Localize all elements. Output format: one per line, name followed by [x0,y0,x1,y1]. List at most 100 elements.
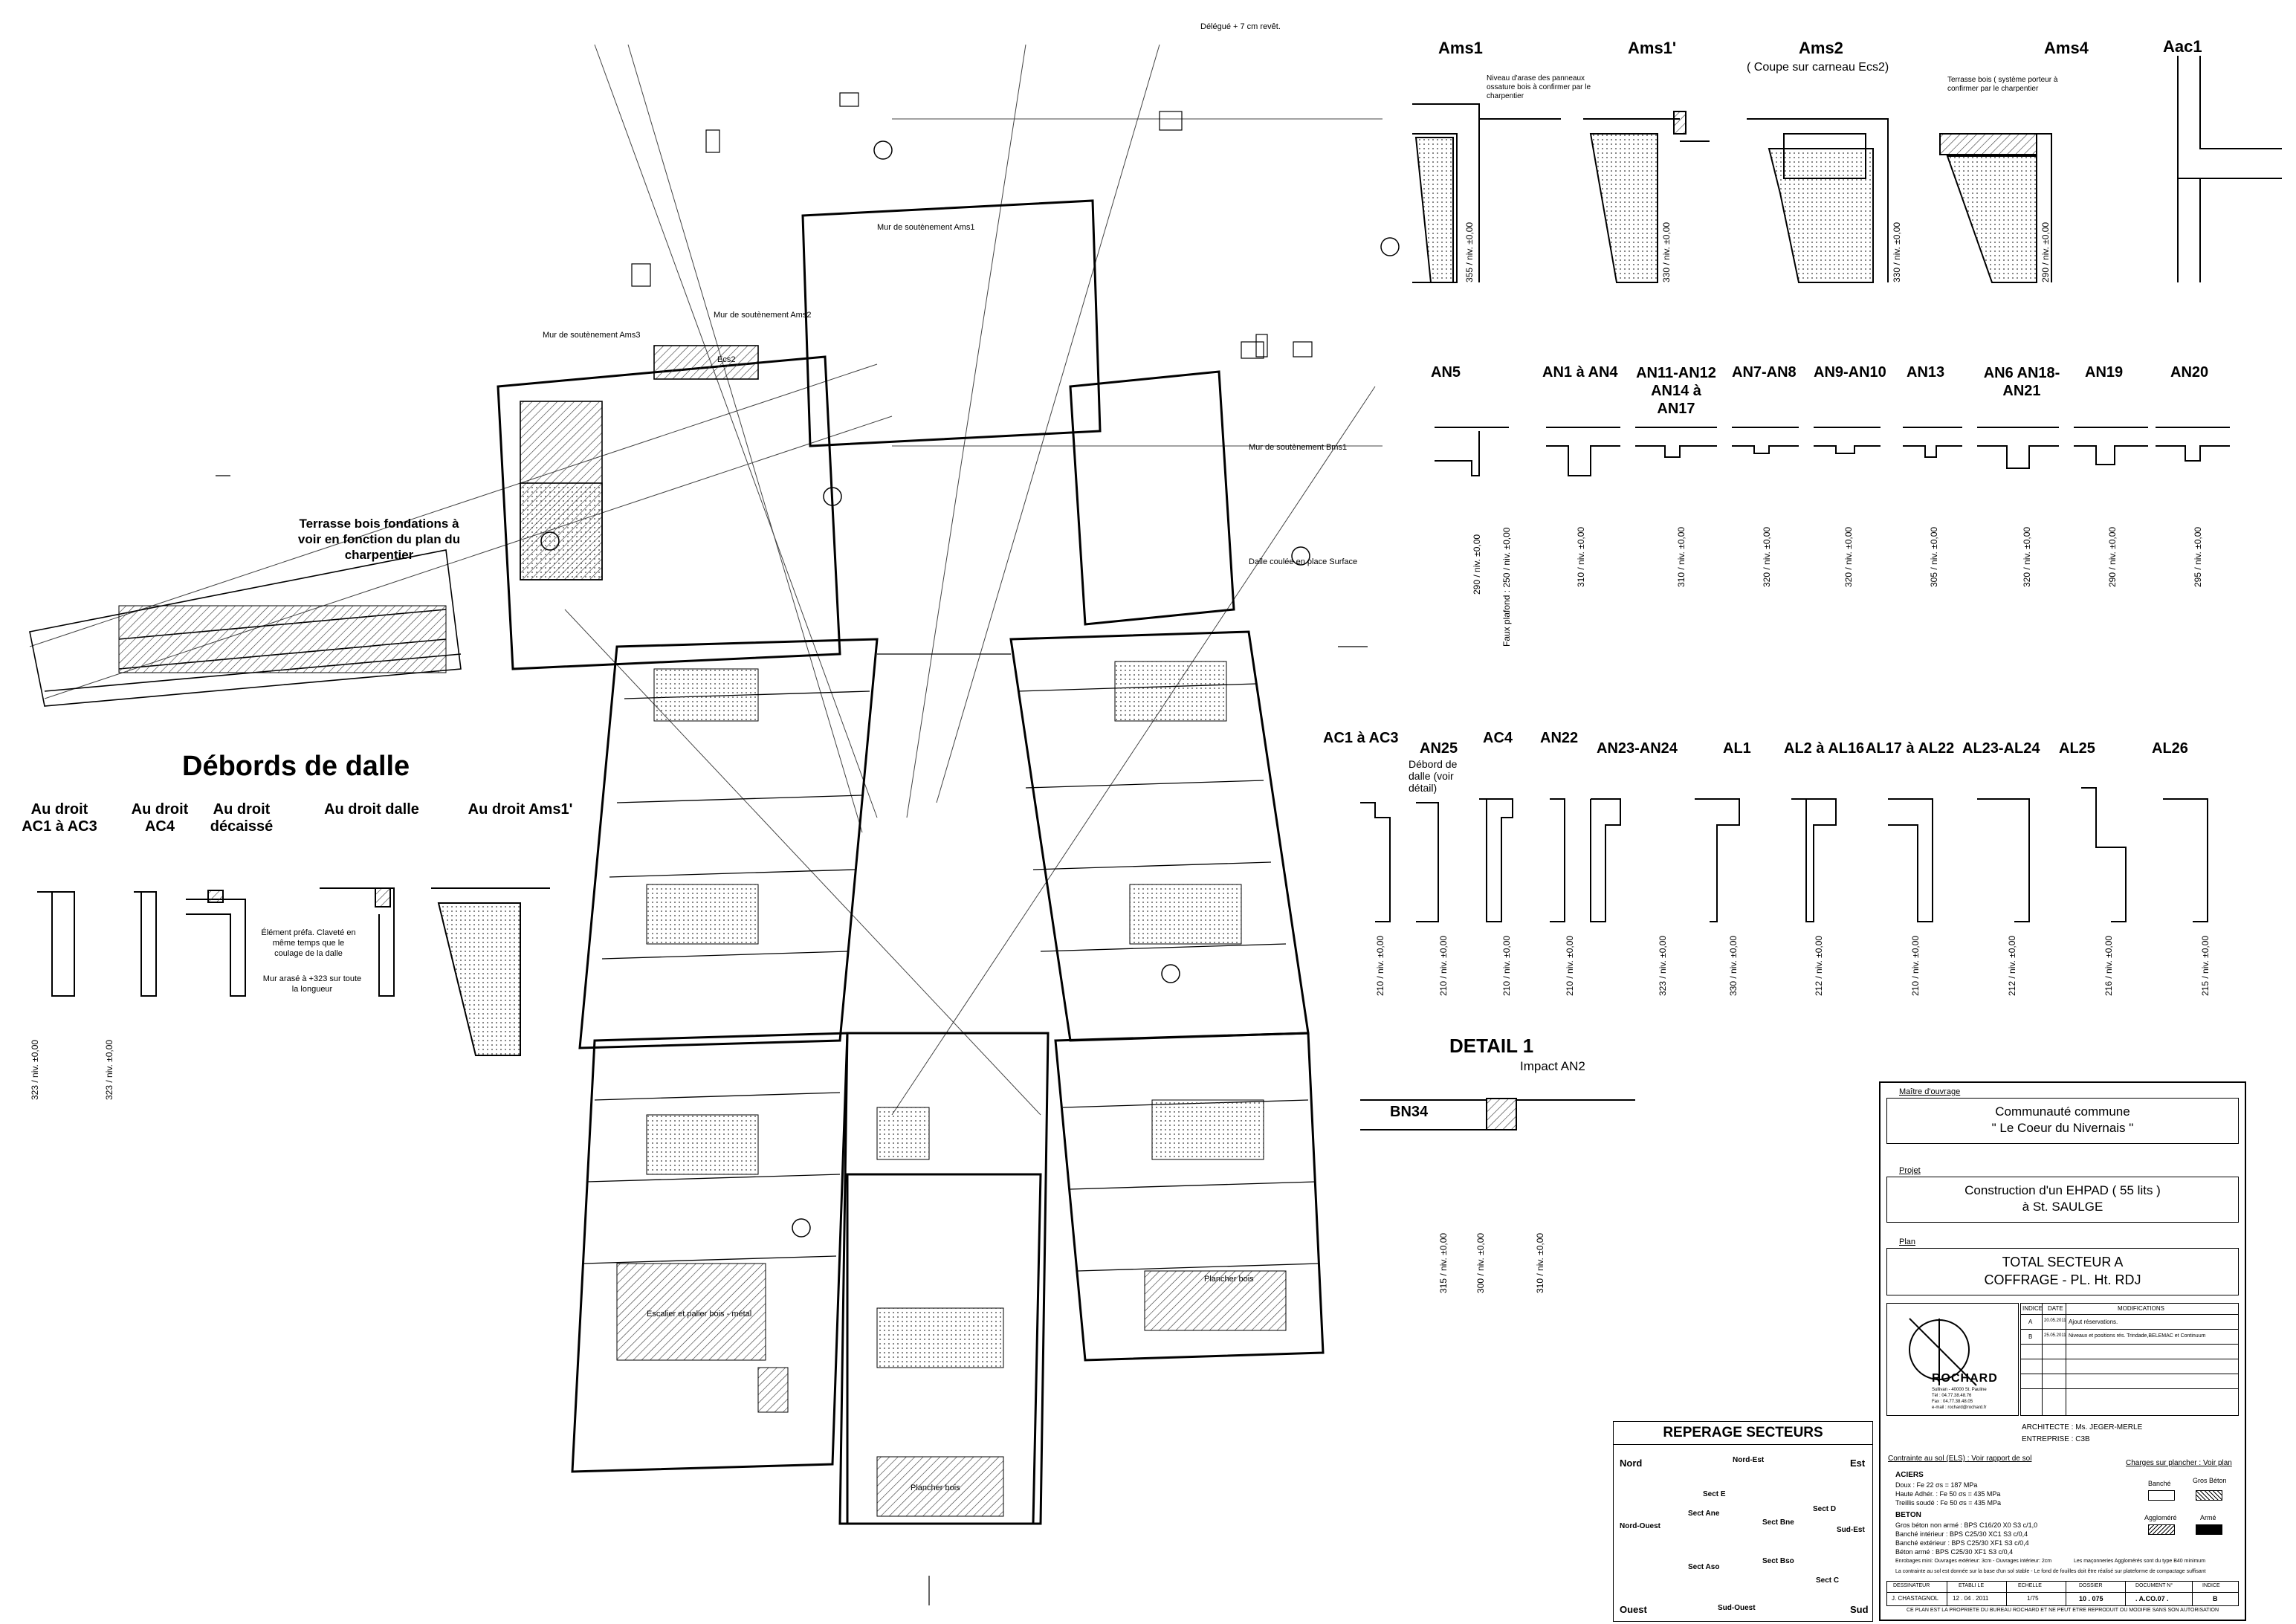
note-terrasse: Terrasse bois fondations à voir en fonct… [297,517,461,562]
maitre-caption: Maître d'ouvrage [1899,1087,1961,1096]
ac-level-7: 212 / niv. ±0,00 [1814,935,1824,996]
dir-nord: Nord [1620,1458,1643,1469]
maitre-line2: " Le Coeur du Nivernais " [1991,1121,2134,1135]
dir-sud-est: Sud-Est [1837,1526,1865,1534]
firm-name: ROCHARD [1932,1372,1998,1385]
ac-label-4: AN22 [1540,730,1579,746]
mod-r1-date: 20.05.2011 [2044,1319,2066,1323]
plan-line2: COFFRAGE - PL. Ht. RDJ [1984,1272,2141,1287]
ac-level-3: 210 / niv. ±0,00 [1501,935,1512,996]
note-dalle: Dalle coulée en place Surface [1249,557,1358,566]
charges: Charges sur plancher : Voir plan [2126,1459,2232,1467]
foot-v-4: 10 . 075 [2079,1595,2103,1602]
modifications-table: INDICE DATE MODIFICATIONS A 20.05.2011 A… [2020,1303,2239,1416]
debord-label-3: Au droit décaissé [210,801,274,835]
detail-level-2: 300 / niv. ±0,00 [1475,1232,1486,1293]
ac-level-4: 210 / niv. ±0,00 [1565,935,1575,996]
mod-row-line-2 [2021,1344,2238,1345]
foot-h-6: INDICE [2202,1583,2220,1588]
propriete: CE PLAN EST LA PROPRIETE DU BUREAU ROCHA… [1906,1608,2219,1613]
projet-line1: Construction d'un EHPAD ( 55 lits ) [1964,1183,2161,1197]
dir-nord-est: Nord-Est [1733,1456,1765,1464]
legend-arme-swatch [2196,1524,2222,1535]
legend-gros-label: Gros Béton [2193,1477,2227,1484]
an-label-2: AN1 à AN4 [1542,364,1618,381]
foot-h-4: DOSSIER [2079,1583,2103,1588]
firm-logo-box: ROCHARD Sullivan - 40000 St. Pauline Tél… [1886,1303,2019,1416]
mod-r2-text: Niveaux et positions rés. Trindade,BELEM… [2069,1333,2206,1339]
ac-level-11: 215 / niv. ±0,00 [2200,935,2211,996]
ac-label-6: AL1 [1723,740,1751,757]
sect-aso: Sect Aso [1688,1563,1720,1571]
dir-nord-ouest: Nord-Ouest [1620,1522,1660,1530]
ac-label-5: AN23-AN24 [1597,740,1678,757]
ac-label-2: AN25 [1420,740,1458,757]
projet-box: Construction d'un EHPAD ( 55 lits ) à St… [1886,1177,2239,1223]
mod-h-date: DATE [2048,1305,2063,1312]
ac-label-9: AL23-AL24 [1962,740,2040,757]
mod-h-indice: INDICE [2022,1305,2043,1312]
note-maconneries: Les maçonneries Agglomérés sont du type … [2074,1559,2206,1564]
foot-h-2: ETABLI LE [1959,1583,1985,1588]
foot-v-1: J. CHASTAGNOL [1892,1595,1938,1602]
foot-v-3: 1/75 [2027,1595,2039,1602]
ams-label-2: Ams1' [1628,39,1677,57]
debord-label-4: Au droit dalle [324,801,419,818]
legend-arme-label: Armé [2200,1514,2216,1521]
ams-level-3: 330 / niv. ±0,00 [1892,221,1902,282]
beton-1: Gros béton non armé : BPS C16/20 X0 S3 c… [1895,1521,2038,1529]
ams-label-4: Ams4 [2044,39,2089,57]
sect-bso: Sect Bso [1762,1557,1794,1565]
ams2-subtitle: ( Coupe sur carneau Ecs2) [1747,61,1889,74]
ac-level-2: 210 / niv. ±0,00 [1438,935,1449,996]
mod-row-line-1 [2021,1329,2238,1330]
foot-v-6: B [2213,1595,2218,1602]
dir-sud-ouest: Sud-Ouest [1718,1604,1756,1612]
an-label-3: AN11-AN12 AN14 à AN17 [1636,365,1716,417]
debord-level-2: 323 / niv. ±0,00 [104,1039,114,1100]
projet-line2: à St. SAULGE [2022,1200,2103,1214]
an-level-7: 320 / niv. ±0,00 [2022,526,2032,587]
legend-agglo-swatch [2148,1524,2175,1535]
ac-label-11: AL26 [2152,740,2188,757]
an-label-6: AN13 [1907,364,1945,381]
note-enrobage: Enrobages mini: Ouvrages extérieur: 3cm … [1895,1559,2052,1564]
maitre-box: Communauté commune " Le Coeur du Niverna… [1886,1098,2239,1144]
firm-logo-icon [1909,1318,1977,1386]
foot-h-3: ECHELLE [2018,1583,2042,1588]
note-contrainte: La contrainte au sol est donnée sur la b… [1895,1569,2206,1574]
sect-ane: Sect Ane [1688,1510,1720,1518]
debord-note-prefa: Élément préfa. Claveté en même temps que… [261,928,356,958]
detail-level-3: 310 / niv. ±0,00 [1535,1232,1545,1293]
sect-c: Sect C [1816,1576,1840,1585]
note-ecs2: Ecs2 [717,355,736,364]
ams-label-1: Ams1 [1438,39,1483,57]
an-level-9: 295 / niv. ±0,00 [2193,526,2203,587]
foot-h-1: DESSINATEUR [1893,1583,1930,1588]
sect-bne: Sect Bne [1762,1518,1794,1527]
aciers-title: ACIERS [1895,1471,1924,1479]
ac-level-5: 323 / niv. ±0,00 [1658,935,1668,996]
an-level-8: 290 / niv. ±0,00 [2107,526,2118,587]
ac-level-9: 212 / niv. ±0,00 [2007,935,2017,996]
ac-level-8: 210 / niv. ±0,00 [1910,935,1921,996]
an-label-9: AN20 [2170,364,2209,381]
mod-row-line-5 [2021,1388,2238,1389]
an-label-7: AN6 AN18-AN21 [1983,365,2060,399]
plan-caption: Plan [1899,1238,1916,1246]
footer-sep-4 [2125,1582,2126,1605]
ams4-note: Terrasse bois ( système porteur à confir… [1947,76,2058,93]
detail-bn34: BN34 [1390,1104,1429,1120]
dir-est: Est [1850,1458,1866,1469]
an-faux-plafond: Faux plafond : 250 / niv. ±0,00 [1501,527,1512,647]
reperage-title: REPERAGE SECTEURS [1663,1425,1823,1440]
detail-title: DETAIL 1 [1449,1035,1534,1057]
debord-label-2: Au droit AC4 [131,801,189,835]
note-plancher-bois-2: Plancher bois [911,1484,960,1492]
legend-banche-label: Banché [2148,1480,2171,1487]
legend-agglo-label: Aggloméré [2144,1514,2177,1521]
foot-h-5: DOCUMENT N° [2135,1583,2173,1588]
ac-label-7: AL2 à AL16 [1784,740,1865,757]
note-mur-ams1: Mur de soutènement Ams1 [877,223,975,232]
